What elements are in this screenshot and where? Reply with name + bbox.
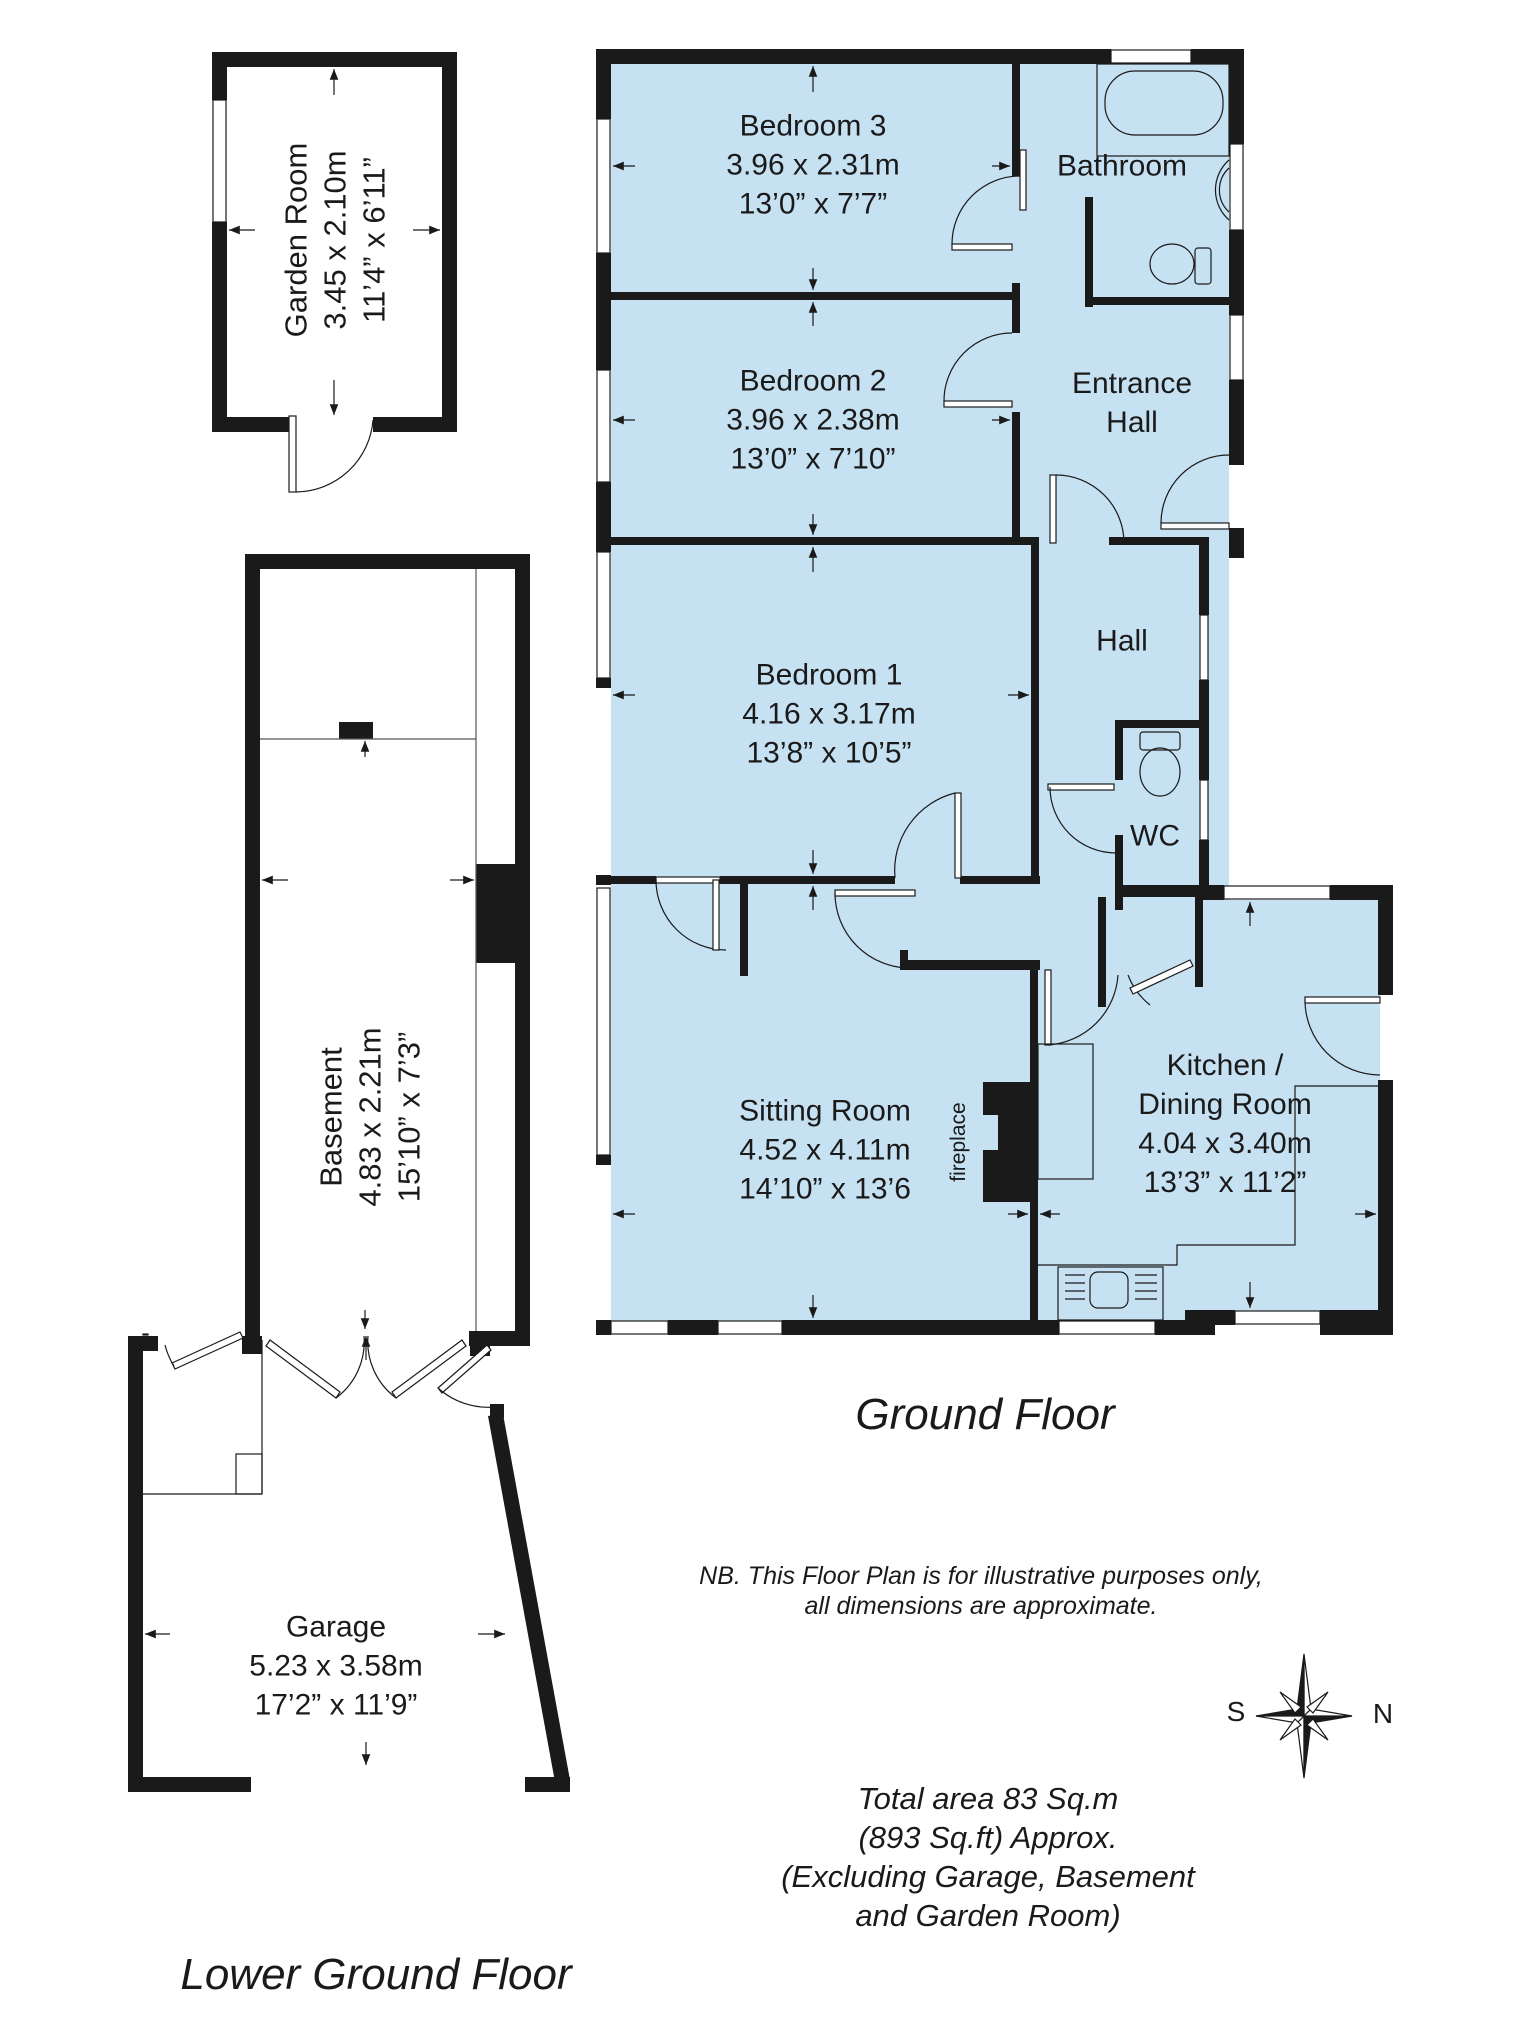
kitchen-counter: [1037, 1043, 1094, 1180]
room-imperial-size: 15’10” x 7’3”: [391, 1031, 427, 1203]
worktop-outline: [1038, 1085, 1378, 1266]
room-label-entrance-hall: Entrance Hall: [1072, 364, 1192, 442]
sink-unit: [1057, 1266, 1164, 1321]
room-label-bedroom-1: Bedroom 1 4.16 x 3.17m 13’8” x 10’5”: [742, 656, 915, 773]
room-label-bedroom-3: Bedroom 3 3.96 x 2.31m 13’0” x 7’7”: [726, 107, 899, 224]
room-name-line-2: Hall: [1106, 406, 1158, 439]
kitchen-extension-fill: [1208, 900, 1380, 1320]
room-metric-size: 3.96 x 2.38m: [726, 403, 900, 437]
total-area-line-3: (Excluding Garage, Basement: [781, 1859, 1195, 1894]
room-label-bathroom: Bathroom: [1057, 147, 1187, 186]
fixtures: [1037, 63, 1378, 1321]
room-imperial-size: 17’2” x 11’9”: [254, 1688, 418, 1722]
compass-rose-icon: [1255, 1653, 1353, 1779]
disclaimer-line-2: all dimensions are approximate.: [804, 1592, 1158, 1620]
walls: [596, 49, 1393, 1335]
room-metric-size: 4.83 x 2.21m: [352, 1027, 388, 1207]
ground-floor-fill: [611, 64, 1229, 1321]
room-name: Bedroom 2: [739, 364, 887, 398]
wc-toilet-icon: [1139, 731, 1181, 751]
total-area-line-4: and Garden Room): [855, 1898, 1121, 1933]
doors: [655, 149, 1381, 1076]
compass-south-label: S: [1226, 1696, 1246, 1727]
total-area-line-1: Total area 83 Sq.m: [857, 1781, 1119, 1816]
room-name-line-2: Dining Room: [1138, 1088, 1312, 1121]
room-name: Garden Room: [278, 142, 314, 338]
room-metric-size: 4.16 x 3.17m: [742, 697, 916, 731]
dimension-arrows: [613, 66, 1376, 1318]
windows: [596, 49, 1331, 1335]
bath-outline: [1096, 63, 1230, 157]
basement-plan: [245, 554, 530, 1346]
room-name: Bathroom: [1056, 149, 1188, 183]
room-imperial-size: 11’4” x 6’11”: [356, 157, 392, 323]
room-name-line-1: Kitchen /: [1166, 1049, 1284, 1082]
sink-icon: [1089, 1271, 1129, 1309]
cupboard-door: [1129, 959, 1194, 995]
room-label-garden-room: Garden Room 3.45 x 2.10m 11’4” x 6’11”: [277, 143, 394, 338]
room-label-garage: Garage 5.23 x 3.58m 17’2” x 11’9”: [249, 1608, 422, 1725]
bath-icon: [1104, 70, 1224, 136]
disclaimer-line-1: NB. This Floor Plan is for illustrative …: [699, 1562, 1263, 1590]
room-imperial-size: 13’3” x 11’2”: [1143, 1166, 1307, 1199]
room-label-basement: Basement 4.83 x 2.21m 15’10” x 7’3”: [312, 1027, 429, 1206]
room-metric-size: 3.45 x 2.10m: [317, 150, 353, 330]
basin-icon: [1214, 159, 1230, 221]
room-name: Bedroom 1: [755, 658, 903, 692]
ground-floor-title: Ground Floor: [855, 1390, 1115, 1439]
room-label-sitting-room: Sitting Room 4.52 x 4.11m 14’10” x 13’6: [739, 1092, 911, 1209]
room-metric-size: 4.52 x 4.11m: [739, 1133, 911, 1167]
room-imperial-size: 13’8” x 10’5”: [746, 736, 912, 770]
room-metric-size: 5.23 x 3.58m: [249, 1649, 423, 1683]
room-imperial-size: 13’0” x 7’10”: [730, 442, 896, 476]
room-label-hall: Hall: [1096, 622, 1148, 661]
total-area-note: Total area 83 Sq.m (893 Sq.ft) Approx. (…: [781, 1779, 1195, 1935]
room-name: Garage: [285, 1610, 387, 1644]
room-label-kitchen-dining-room: Kitchen / Dining Room 4.04 x 3.40m 13’3”…: [1138, 1046, 1311, 1202]
room-fills: [611, 64, 1380, 1321]
fireplace-label: fireplace: [947, 1102, 970, 1182]
room-label-bedroom-2: Bedroom 2 3.96 x 2.38m 13’0” x 7’10”: [726, 362, 899, 479]
fireplace-hearth: [983, 1115, 998, 1150]
disclaimer-note: NB. This Floor Plan is for illustrative …: [699, 1561, 1263, 1621]
room-metric-size: 3.96 x 2.31m: [726, 148, 900, 182]
room-imperial-size: 14’10” x 13’6: [739, 1172, 911, 1206]
ground-floor-plan: [596, 49, 1393, 1335]
room-imperial-size: 13’0” x 7’7”: [738, 187, 888, 221]
room-label-wc: WC: [1130, 817, 1180, 856]
compass-north-label: N: [1372, 1698, 1394, 1729]
room-metric-size: 4.04 x 3.40m: [1138, 1127, 1312, 1160]
room-name: WC: [1130, 819, 1180, 853]
total-area-line-2: (893 Sq.ft) Approx.: [858, 1820, 1118, 1855]
room-name: Bedroom 3: [739, 109, 887, 143]
room-name: Sitting Room: [739, 1094, 911, 1128]
garden-room-plan: [212, 52, 457, 493]
garage-plan: [128, 1331, 570, 1792]
toilet-icon: [1149, 243, 1195, 285]
lower-ground-floor-title: Lower Ground Floor: [180, 1950, 572, 1999]
room-name: Basement: [313, 1047, 349, 1187]
room-name: Hall: [1096, 624, 1148, 658]
room-name-line-1: Entrance: [1071, 367, 1193, 400]
